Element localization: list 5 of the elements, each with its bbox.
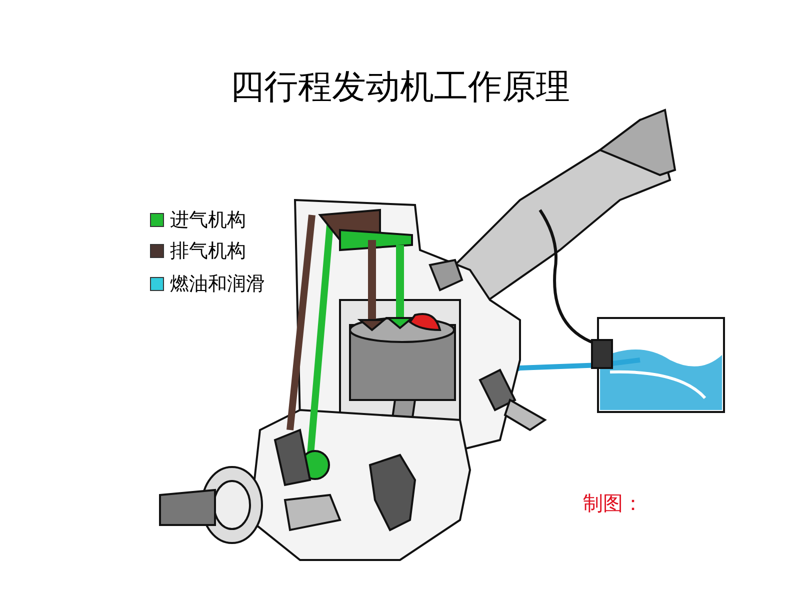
legend-label: 燃油和润滑 [170,272,265,297]
title: 四行程发动机工作原理 [229,66,571,109]
credit-label: 制图： [583,490,643,517]
legend-label: 排气机构 [170,239,246,264]
legend-label: 进气机构 [170,208,246,233]
